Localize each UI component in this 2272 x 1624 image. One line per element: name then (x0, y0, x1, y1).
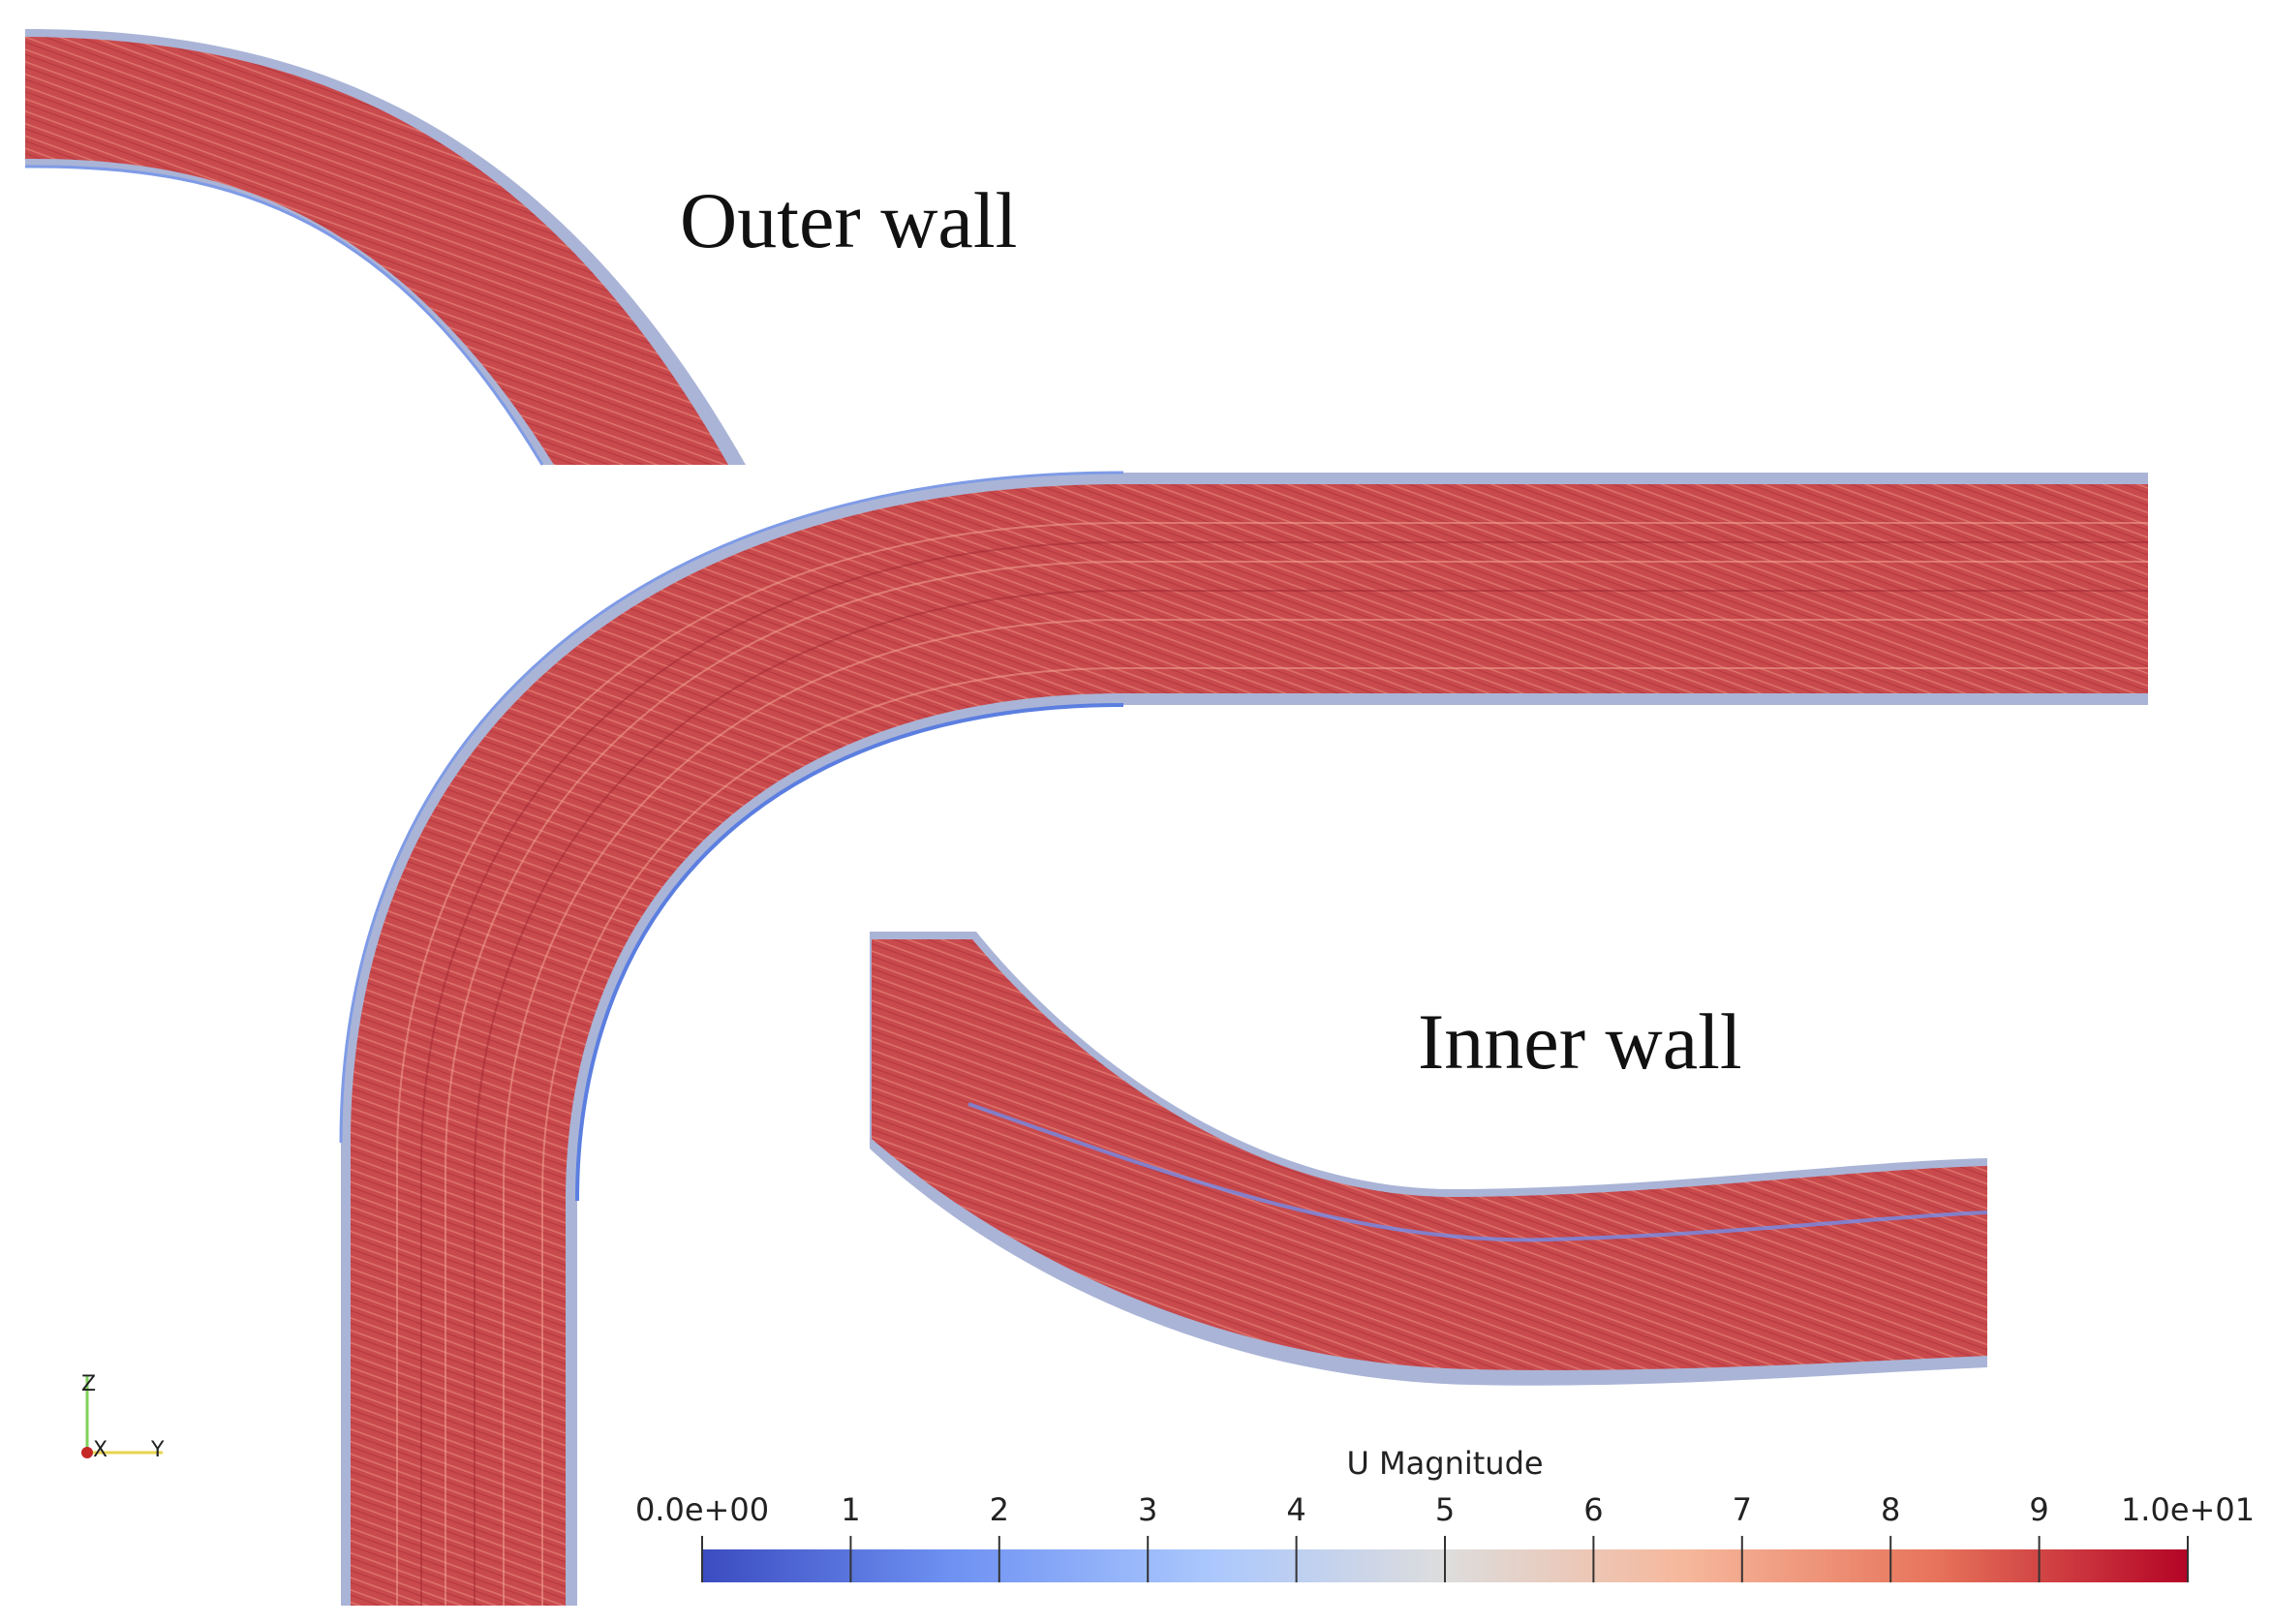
main-pipe-flow (351, 484, 2148, 1606)
inner-wall-blue-streak (967, 1102, 1988, 1242)
colorbar-tick-label: 3 (1138, 1491, 1157, 1528)
colorbar-tick-label: 8 (1881, 1491, 1900, 1528)
inner-wall-label: Inner wall (1418, 997, 1742, 1086)
streamline-group-dark (420, 541, 2148, 1606)
axis-label-y: Y (150, 1438, 165, 1462)
outer-wall-inset (24, 29, 746, 466)
colorbar-tick-label: 9 (2029, 1491, 2048, 1528)
axis-label-z: Z (81, 1372, 96, 1396)
colorbar-ticks: 0.0e+00 1 2 3 4 5 6 7 8 9 1.0e+01 (635, 1491, 2255, 1582)
colorbar-tick-label: 1.0e+01 (2121, 1491, 2255, 1528)
colorbar-tick-label: 4 (1286, 1491, 1305, 1528)
outer-wall-label: Outer wall (680, 176, 1017, 264)
colorbar-tick-label: 5 (1435, 1491, 1455, 1528)
colorbar-tick-label: 7 (1733, 1491, 1752, 1528)
streamline-group (396, 522, 2148, 1606)
main-pipe-inner-edge (575, 703, 1124, 1202)
outer-wall-flow (25, 37, 728, 465)
colorbar-tick-label: 1 (841, 1491, 860, 1528)
outer-wall-edge (24, 165, 544, 466)
inner-wall-flow (872, 939, 1987, 1370)
main-pipe-outer-edge (339, 471, 1124, 1144)
colorbar-title: U Magnitude (1346, 1445, 1543, 1482)
inner-wall-inset (870, 932, 1988, 1386)
main-pipe (339, 471, 2148, 1606)
colorbar-tick-label: 0.0e+00 (635, 1491, 769, 1528)
colorbar-tick-label: 2 (990, 1491, 1009, 1528)
axes-triad-icon: Z X Y (81, 1372, 165, 1462)
axis-label-x: X (93, 1438, 107, 1462)
color-legend: U Magnitude 0.0e+00 1 2 3 4 5 6 7 8 9 1.0e+01 (635, 1445, 2255, 1582)
colorbar-tick-label: 6 (1583, 1491, 1603, 1528)
